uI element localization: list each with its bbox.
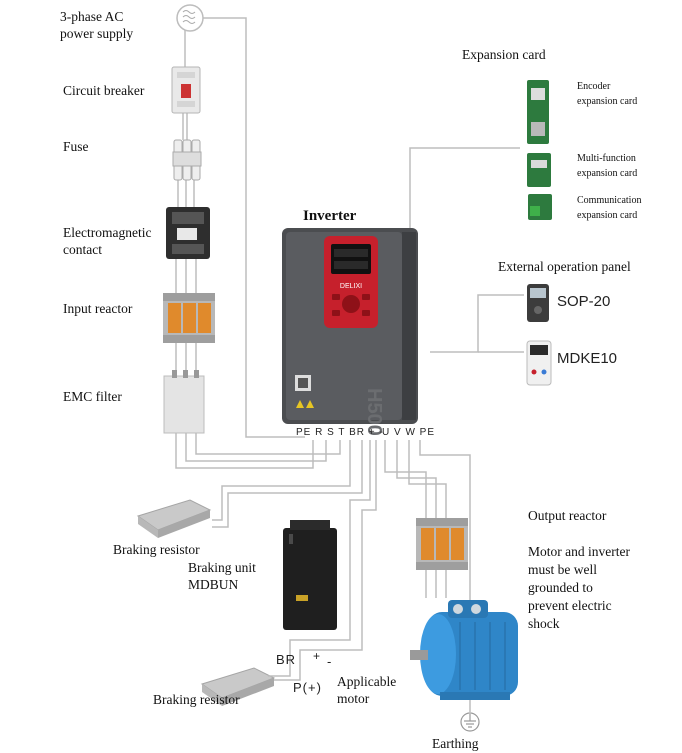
inverter-brand-text: DELIXI (340, 283, 362, 290)
inverter-title: Inverter (303, 208, 357, 224)
fuse-label: Fuse (63, 139, 89, 154)
braking-resistor-2-label: Braking resistor (153, 692, 240, 707)
output-terminals: U V W PE (382, 427, 436, 438)
emc-filter-label: EMC filter (63, 389, 122, 404)
applicable-motor-label-1: Applicable (337, 674, 397, 689)
applicable-motor-label-2: motor (337, 691, 370, 706)
sop20-label: SOP-20 (557, 293, 611, 310)
motor-icon (410, 600, 518, 700)
ac-source-icon (176, 4, 204, 32)
input-reactor-icon (163, 293, 215, 343)
multifunction-card-label-2: expansion card (577, 168, 638, 179)
expansion-card-title: Expansion card (462, 47, 546, 62)
power-supply-label-2: power supply (60, 26, 134, 41)
multifunction-card-icon (527, 153, 551, 187)
note-line-4: prevent electric (528, 598, 612, 613)
contactor-label-1: Electromagnetic (63, 225, 152, 240)
communication-card-label-1: Communication (577, 195, 642, 206)
circuit-breaker-label: Circuit breaker (63, 83, 145, 98)
note-line-1: Motor and inverter (528, 544, 630, 559)
external-panel-title: External operation panel (498, 259, 631, 274)
multifunction-card-label-1: Multi-function (577, 153, 636, 164)
sop20-panel-icon (527, 284, 549, 322)
braking-unit-label-2: MDBUN (188, 577, 239, 592)
braking-resistor-1-icon (136, 499, 212, 538)
note-line-3: grounded to (528, 580, 593, 595)
braking-unit-label-1: Braking unit (188, 560, 256, 575)
input-reactor-label: Input reactor (63, 301, 133, 316)
braking-unit-minus-terminal: - (327, 654, 333, 669)
encoder-card-icon (527, 80, 549, 144)
braking-resistor-1-label: Braking resistor (113, 542, 200, 557)
braking-unit-br-terminal: BR (276, 652, 297, 667)
input-terminals: PE R S T BR + - (296, 427, 384, 438)
contactor-icon (166, 207, 210, 259)
earth-icon (460, 712, 480, 732)
braking-unit-icon (283, 520, 337, 630)
note-line-2: must be well (528, 562, 597, 577)
note-line-5: shock (528, 616, 560, 631)
inverter-model-text: H500 (363, 388, 385, 436)
mdke10-panel-icon (526, 340, 552, 386)
power-supply-label-1: 3-phase AC (60, 9, 124, 24)
emc-filter-icon (163, 370, 205, 434)
communication-card-icon (528, 194, 552, 220)
fuse-icon (172, 139, 202, 181)
contactor-label-2: contact (63, 242, 102, 257)
communication-card-label-2: expansion card (577, 210, 638, 221)
pe-line (200, 17, 305, 438)
output-reactor-icon (416, 518, 468, 570)
output-reactor-label: Output reactor (528, 508, 607, 523)
mdke10-label: MDKE10 (557, 350, 618, 367)
inverter-icon (282, 228, 418, 424)
braking-resistor-2-icon (200, 667, 276, 706)
earthing-label: Earthing (432, 736, 479, 751)
braking-unit-pplus-terminal: P(+) (293, 680, 322, 695)
circuit-breaker-icon (171, 66, 201, 114)
encoder-card-label-2: expansion card (577, 96, 638, 107)
encoder-card-label-1: Encoder (577, 81, 611, 92)
braking-unit-plus-terminal: + (313, 649, 322, 663)
